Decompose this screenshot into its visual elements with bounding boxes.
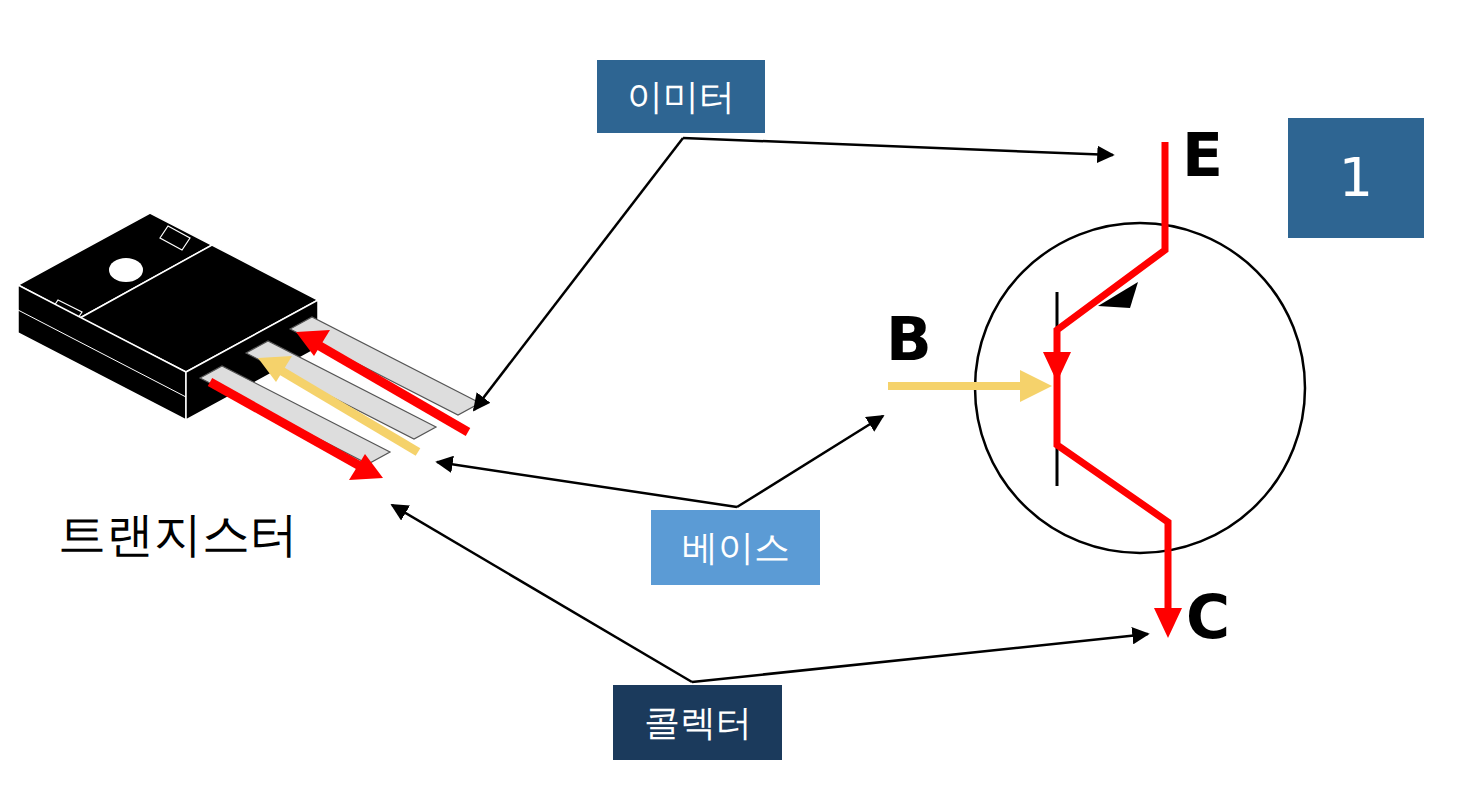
part-name-box: 콜렉터 — [613, 685, 782, 760]
box-text: 1 — [1339, 148, 1373, 207]
transistor-package — [18, 213, 480, 464]
part-name-box: 베이스 — [651, 510, 820, 585]
leader-lines — [392, 138, 1148, 682]
box-text: 베이스 — [682, 528, 790, 568]
box-text: 이미터 — [627, 77, 735, 117]
current-arrows — [210, 330, 468, 480]
pin-letter: B — [886, 306, 932, 372]
callout-number: 1 — [1288, 118, 1424, 238]
pnp-symbol — [888, 142, 1305, 638]
pin-letter: E — [1182, 122, 1223, 188]
box-text: 콜렉터 — [644, 703, 752, 743]
part-label: 트랜지스터 — [58, 508, 298, 561]
part-name-box: 이미터 — [597, 60, 765, 133]
pin-letter: C — [1186, 584, 1230, 650]
